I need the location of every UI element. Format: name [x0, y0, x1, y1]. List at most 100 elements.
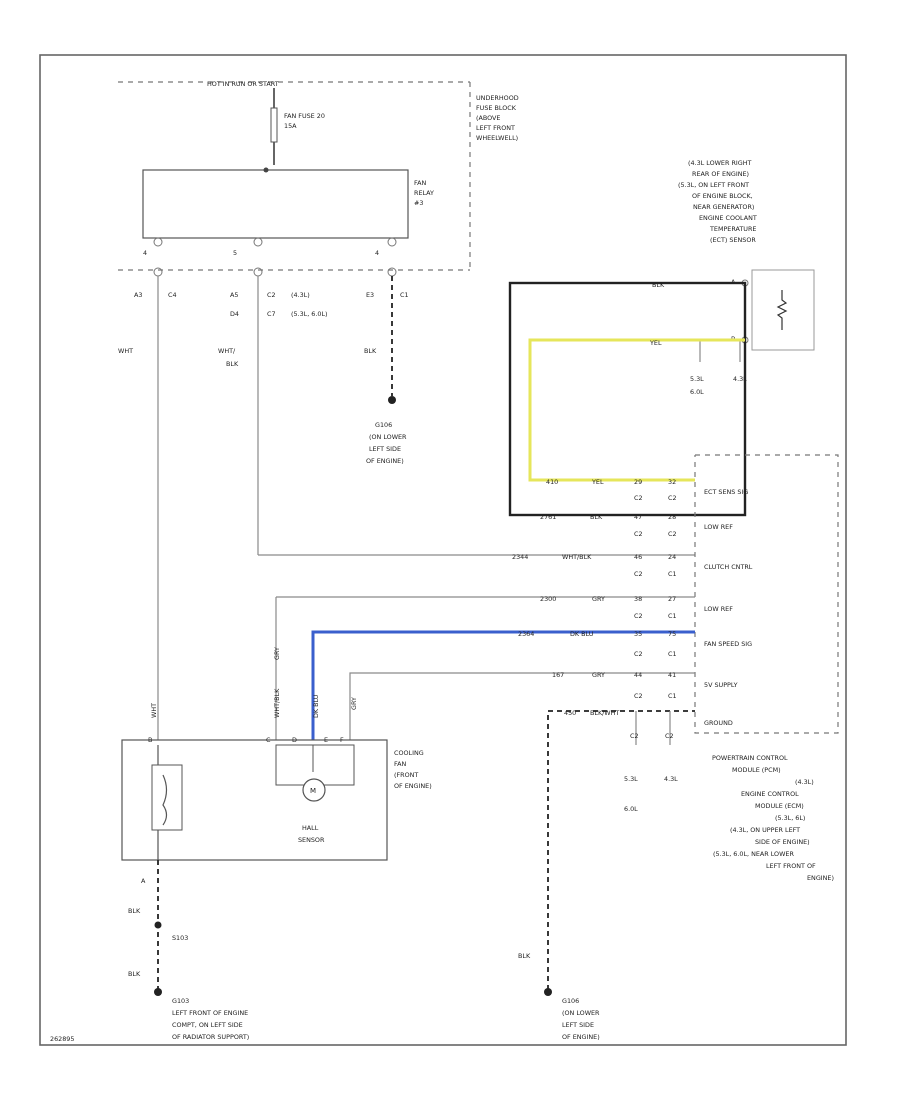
svg-text:GRY: GRY — [592, 595, 605, 603]
svg-text:(ON LOWER: (ON LOWER — [369, 433, 407, 441]
svg-text:(4.3L, ON UPPER LEFT: (4.3L, ON UPPER LEFT — [730, 826, 800, 834]
relay-label-0: FAN — [414, 179, 426, 187]
pcm-row-5: 167 GRY 44 41 5V SUPPLY C2 C1 — [349, 671, 738, 740]
fan-wire-labels: WHT GRY WHT/BLK DK BLU GRY — [150, 647, 358, 718]
svg-text:5.3L: 5.3L — [690, 375, 704, 383]
svg-text:ECT SENS SIG: ECT SENS SIG — [704, 488, 748, 496]
svg-text:44: 44 — [634, 671, 642, 679]
svg-text:2761: 2761 — [540, 513, 556, 521]
svg-text:C2: C2 — [634, 692, 643, 700]
wire-whtblk-label-1: BLK — [226, 360, 239, 368]
svg-text:35: 35 — [634, 630, 642, 638]
svg-text:LOW REF: LOW REF — [704, 523, 733, 531]
fuse-rating: 15A — [284, 122, 297, 130]
relay-pin-1: 5 — [233, 249, 237, 257]
svg-text:FAN SPEED SIG: FAN SPEED SIG — [704, 640, 752, 648]
svg-text:G103: G103 — [172, 997, 189, 1005]
svg-text:27: 27 — [668, 595, 676, 603]
svg-text:G106: G106 — [562, 997, 579, 1005]
pcm-row-4: 2364 DK BLU 35 75 FAN SPEED SIG C2 C1 — [311, 630, 752, 740]
conn-c2: C2 — [267, 291, 276, 299]
svg-text:FAN: FAN — [394, 760, 406, 768]
svg-text:D: D — [292, 736, 297, 744]
svg-text:A: A — [141, 877, 146, 885]
svg-text:GRY: GRY — [350, 697, 358, 710]
svg-text:B: B — [148, 736, 152, 744]
svg-text:ENGINE COOLANT: ENGINE COOLANT — [699, 214, 757, 222]
svg-text:GRY: GRY — [273, 647, 281, 660]
ground-g106-pcm: BLK G106 (ON LOWER LEFT SIDE OF ENGINE) — [518, 952, 600, 1041]
svg-text:E: E — [324, 736, 328, 744]
svg-text:5.3L: 5.3L — [624, 775, 638, 783]
ect-blk-label: BLK — [652, 281, 665, 289]
svg-text:32: 32 — [668, 478, 676, 486]
wire-wht-label: WHT — [118, 347, 133, 355]
svg-text:C2: C2 — [634, 570, 643, 578]
ect-loop: BLK YEL — [508, 281, 747, 517]
fan-fuse: FAN FUSE 20 15A — [270, 88, 325, 165]
svg-text:F: F — [340, 736, 344, 744]
svg-text:(ON LOWER: (ON LOWER — [562, 1009, 600, 1017]
svg-text:C2: C2 — [634, 530, 643, 538]
svg-text:46: 46 — [634, 553, 642, 561]
svg-text:C2: C2 — [668, 530, 677, 538]
svg-text:5V SUPPLY: 5V SUPPLY — [704, 681, 738, 689]
svg-text:ENGINE CONTROL: ENGINE CONTROL — [741, 790, 799, 798]
svg-text:C1: C1 — [668, 692, 677, 700]
svg-text:G106: G106 — [375, 421, 392, 429]
hot-source-label: HOT IN RUN OR START — [207, 80, 279, 88]
svg-text:2344: 2344 — [512, 553, 528, 561]
pcm-row-0: 410 YEL 29 32 ECT SENS SIG C2 C2 — [546, 478, 748, 502]
svg-text:LEFT FRONT OF: LEFT FRONT OF — [766, 862, 816, 870]
fuse-name: FAN FUSE 20 — [284, 112, 325, 120]
svg-text:24: 24 — [668, 553, 676, 561]
ground-g106: G106 (ON LOWER LEFT SIDE OF ENGINE) — [366, 421, 407, 465]
svg-text:WHT/BLK: WHT/BLK — [562, 553, 592, 561]
fuse-block-loc-4: WHEELWELL) — [476, 134, 518, 142]
svg-text:C: C — [266, 736, 271, 744]
svg-text:GROUND: GROUND — [704, 719, 733, 727]
svg-text:LEFT SIDE: LEFT SIDE — [562, 1021, 594, 1029]
svg-text:C2: C2 — [630, 732, 639, 740]
relay-pin-2: 4 — [375, 249, 379, 257]
svg-text:C1: C1 — [668, 612, 677, 620]
conn-c4: C4 — [168, 291, 177, 299]
svg-text:LOW REF: LOW REF — [704, 605, 733, 613]
svg-text:WHT: WHT — [150, 703, 158, 718]
svg-text:OF ENGINE): OF ENGINE) — [366, 457, 404, 465]
fuse-block-loc-1: FUSE BLOCK — [476, 104, 517, 112]
svg-text:41: 41 — [668, 671, 676, 679]
svg-text:REAR OF ENGINE): REAR OF ENGINE) — [692, 170, 749, 178]
svg-text:BLK: BLK — [128, 907, 141, 915]
relay-wires: WHT WHT/ BLK BLK — [118, 276, 695, 740]
svg-text:4.3L: 4.3L — [733, 375, 747, 383]
svg-text:POWERTRAIN CONTROL: POWERTRAIN CONTROL — [712, 754, 788, 762]
svg-text:OF ENGINE BLOCK,: OF ENGINE BLOCK, — [692, 192, 753, 200]
svg-text:(5.3L, 6L): (5.3L, 6L) — [775, 814, 805, 822]
svg-text:(ECT) SENSOR: (ECT) SENSOR — [710, 236, 756, 244]
svg-text:(5.3L, 6.0L, NEAR LOWER: (5.3L, 6.0L, NEAR LOWER — [713, 850, 794, 858]
svg-text:BLK: BLK — [128, 970, 141, 978]
svg-text:BLK/WHT: BLK/WHT — [590, 709, 619, 717]
svg-text:C2: C2 — [634, 650, 643, 658]
svg-text:167: 167 — [552, 671, 564, 679]
svg-text:(FRONT: (FRONT — [394, 771, 418, 779]
svg-text:TEMPERATURE: TEMPERATURE — [709, 225, 756, 233]
svg-text:HALL: HALL — [302, 824, 319, 832]
wire-blk-label: BLK — [364, 347, 377, 355]
svg-text:CLUTCH CNTRL: CLUTCH CNTRL — [704, 563, 753, 571]
fuse-block-loc-3: LEFT FRONT — [476, 124, 515, 132]
relay-label-1: RELAY — [414, 189, 434, 197]
svg-text:C2: C2 — [634, 494, 643, 502]
svg-text:2364: 2364 — [518, 630, 534, 638]
diagram-ref-number: 262895 — [50, 1035, 74, 1043]
svg-text:WHT/BLK: WHT/BLK — [273, 688, 281, 718]
fuse-block-loc-0: UNDERHOOD — [476, 94, 519, 102]
svg-text:2300: 2300 — [540, 595, 556, 603]
svg-text:4.3L: 4.3L — [664, 775, 678, 783]
svg-text:6.0L: 6.0L — [624, 805, 638, 813]
conn-c7: C7 — [267, 310, 276, 318]
svg-text:47: 47 — [634, 513, 642, 521]
svg-text:ENGINE): ENGINE) — [807, 874, 834, 882]
